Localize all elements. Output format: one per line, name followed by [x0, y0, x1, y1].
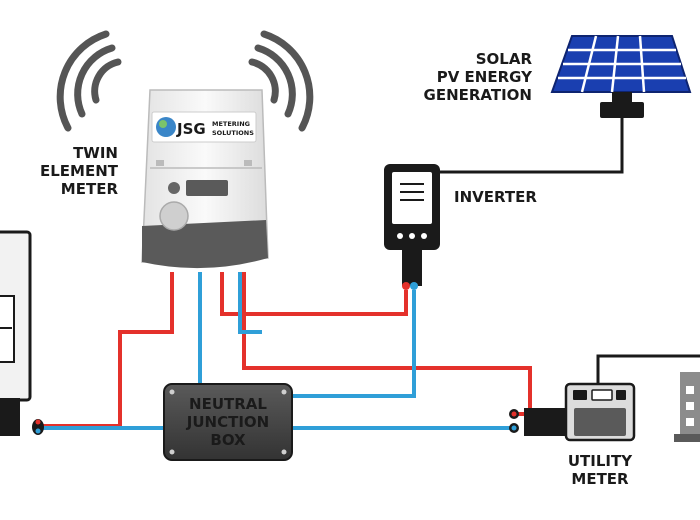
- logo-brand: JSG: [176, 120, 206, 138]
- wireless-signal-icon: [56, 30, 314, 132]
- logo-line-1: METERING: [212, 120, 250, 128]
- svg-text:NEUTRAL: NEUTRAL: [189, 395, 267, 413]
- meter-display: [186, 180, 228, 196]
- neutral-junction-box: NEUTRAL JUNCTION BOX: [163, 383, 293, 461]
- logo-line-2: SOLUTIONS: [212, 129, 254, 137]
- meter-dial-icon: [159, 201, 189, 231]
- svg-text:BOX: BOX: [210, 431, 246, 449]
- left-panel-icon: [0, 230, 44, 436]
- svg-text:METER: METER: [61, 180, 119, 198]
- twin-element-meter: JSG METERING SOLUTIONS: [141, 89, 269, 269]
- cable-solar-to-inverter: [440, 118, 624, 174]
- inverter-icon: [384, 164, 440, 290]
- svg-text:METER: METER: [571, 470, 629, 488]
- cable-utility-to-right: [596, 354, 700, 384]
- meter-button-icon: [168, 182, 180, 194]
- neutral-wire-junction-to-inverter: [290, 290, 416, 398]
- svg-text:SOLAR: SOLAR: [476, 50, 533, 68]
- svg-text:TWIN: TWIN: [73, 144, 118, 162]
- live-wire-meter-to-inverter: [220, 272, 408, 316]
- svg-text:JUNCTION: JUNCTION: [186, 413, 269, 431]
- svg-text:PV ENERGY: PV ENERGY: [437, 68, 533, 86]
- meter-label: TWIN ELEMENT METER: [40, 144, 119, 198]
- building-icon: [674, 372, 700, 442]
- utility-meter-icon: [509, 382, 636, 442]
- svg-text:GENERATION: GENERATION: [424, 86, 532, 104]
- neutral-wire-meter-loop: [238, 272, 262, 334]
- solar-panel-icon: [550, 35, 692, 118]
- svg-text:ELEMENT: ELEMENT: [40, 162, 119, 180]
- svg-text:UTILITY: UTILITY: [568, 452, 633, 470]
- utility-label: UTILITY METER: [568, 452, 633, 488]
- live-wire-meter-to-left: [38, 272, 174, 428]
- wires: [38, 118, 700, 430]
- globe-logo-icon: [156, 117, 176, 137]
- solar-label: SOLAR PV ENERGY GENERATION: [424, 50, 534, 104]
- inverter-label: INVERTER: [454, 188, 537, 206]
